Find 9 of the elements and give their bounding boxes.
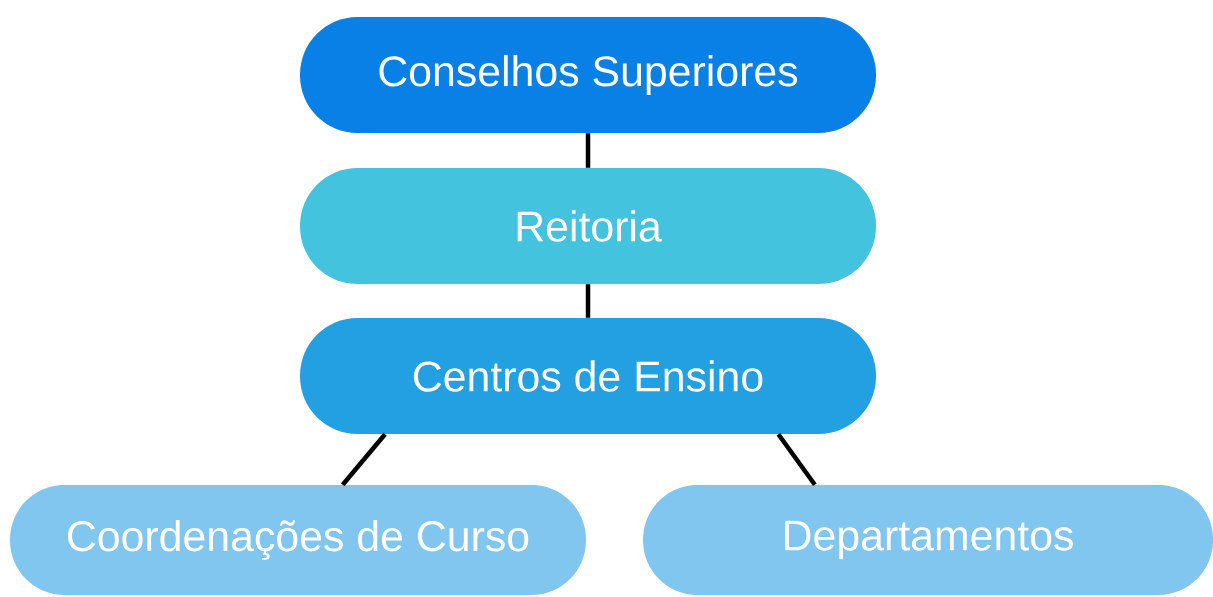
rounded-box: Reitoria [300,168,876,284]
connector-line [776,432,817,487]
connector-line [585,284,591,318]
connector-line [585,133,591,168]
rounded-box: Conselhos Superiores [300,17,876,133]
rounded-box: Departamentos [643,485,1213,595]
rounded-box: Centros de Ensino [300,318,876,434]
rounded-box: Coordenações de Curso [10,485,586,595]
connector-line [341,432,387,487]
